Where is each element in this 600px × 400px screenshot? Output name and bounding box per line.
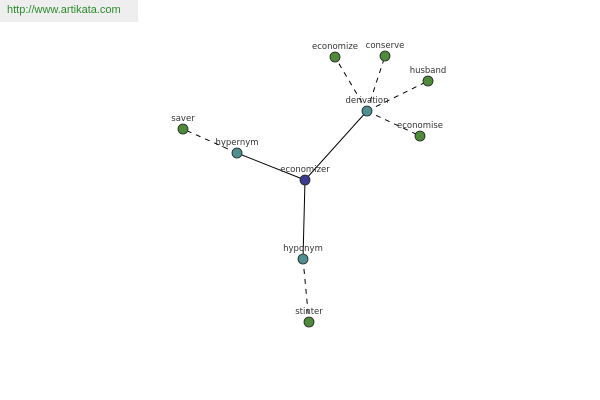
- relation-edge: [302, 179, 306, 260]
- term-node[interactable]: [303, 316, 315, 328]
- term-edge: [302, 258, 310, 323]
- center-word-label[interactable]: economizer: [280, 165, 330, 175]
- term-node[interactable]: [422, 75, 434, 87]
- term-label[interactable]: stinter: [295, 307, 323, 317]
- center-word-node[interactable]: [299, 174, 311, 186]
- graph-nodes: hypernym saver derivation economize conserve…: [171, 41, 447, 328]
- relation-node[interactable]: [297, 253, 309, 265]
- term-label[interactable]: conserve: [366, 41, 405, 51]
- relation-label[interactable]: derivation: [345, 96, 388, 106]
- term-edge: [366, 80, 429, 112]
- term-node[interactable]: [414, 130, 426, 142]
- relation-edge: [236, 152, 306, 181]
- term-label[interactable]: economise: [397, 121, 443, 131]
- relation-edge: [304, 110, 368, 181]
- term-node[interactable]: [329, 51, 341, 63]
- term-edge: [334, 56, 368, 112]
- term-label[interactable]: economize: [312, 42, 358, 52]
- term-label[interactable]: saver: [171, 114, 195, 124]
- site-url-link[interactable]: http://www.artikata.com: [7, 4, 121, 16]
- relation-node[interactable]: [361, 105, 373, 117]
- relation-label[interactable]: hyponym: [283, 244, 323, 254]
- graph-edges: [182, 55, 429, 323]
- term-node[interactable]: [177, 123, 189, 135]
- relation-label[interactable]: hypernym: [215, 138, 258, 148]
- relation-node[interactable]: [231, 147, 243, 159]
- term-label[interactable]: husband: [410, 66, 447, 76]
- term-node[interactable]: [379, 50, 391, 62]
- url-bar: http://www.artikata.com: [0, 0, 138, 22]
